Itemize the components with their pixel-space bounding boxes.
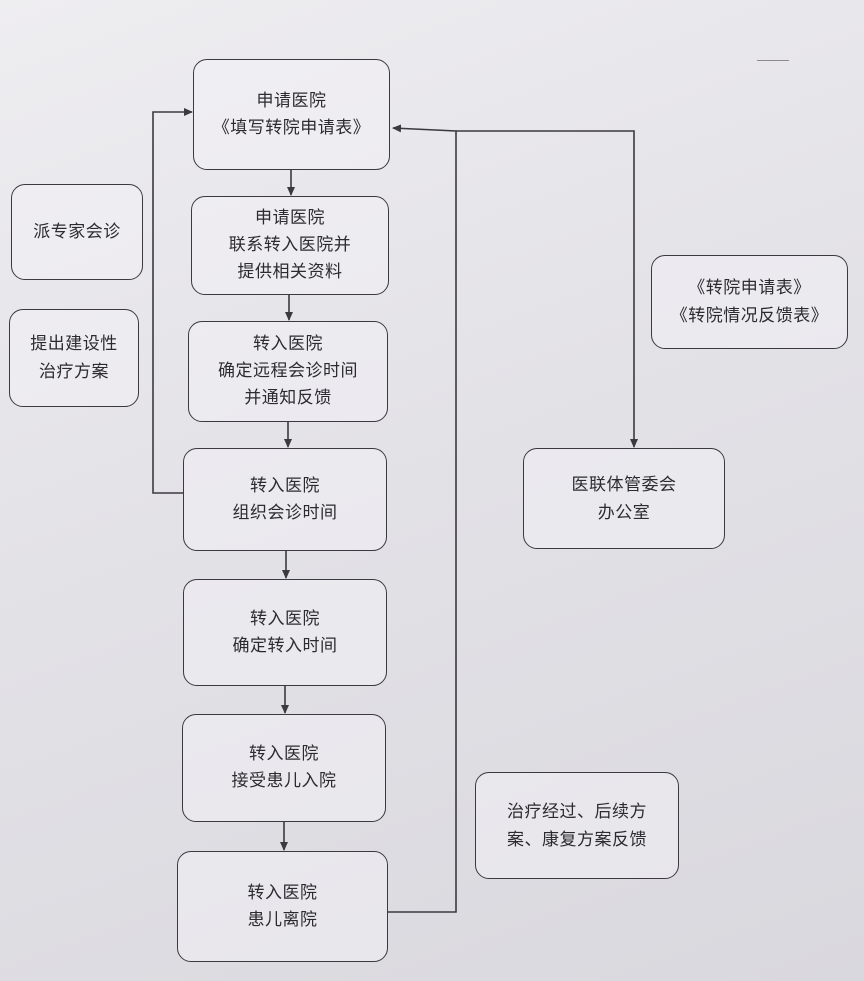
side-treatment-plan: 提出建设性 治疗方案 — [9, 309, 139, 407]
step3-line2: 确定远程会诊时间 — [218, 361, 358, 381]
feedback-line2: 案、康复方案反馈 — [507, 829, 647, 850]
step7-line2: 患儿离院 — [247, 909, 318, 930]
step1-line1: 申请医院 — [256, 90, 327, 111]
corner-mark — [757, 60, 789, 61]
loop-step4-to-step1 — [152, 108, 193, 494]
step6-line1: 转入医院 — [249, 744, 319, 764]
step7-discharge-patient: 转入医院 患儿离院 — [177, 851, 388, 962]
step2-line3: 提供相关资料 — [237, 262, 343, 282]
step1-line2: 《填写转院申请表》 — [212, 117, 371, 138]
step4-line1: 转入医院 — [250, 475, 320, 496]
step2-line1: 申请医院 — [255, 208, 325, 228]
side-forms: 《转院申请表》 《转院情况反馈表》 — [651, 255, 848, 349]
step5-line1: 转入医院 — [250, 608, 320, 629]
step4-organize-consultation: 转入医院 组织会诊时间 — [183, 448, 387, 551]
step2-line2: 联系转入医院并 — [228, 235, 352, 255]
expert-line1: 派专家会诊 — [33, 222, 121, 242]
side-alliance-office: 医联体管委会 办公室 — [523, 448, 725, 549]
feedback-line1: 治疗经过、后续方 — [507, 801, 647, 822]
step1-apply-hospital: 申请医院 《填写转院申请表》 — [193, 59, 390, 170]
plan-line1: 提出建设性 — [30, 334, 118, 354]
loop-step7-to-step1 — [388, 124, 457, 913]
step5-line2: 确定转入时间 — [232, 635, 338, 656]
step6-admit-patient: 转入医院 接受患儿入院 — [182, 714, 386, 822]
plan-line2: 治疗方案 — [39, 362, 109, 382]
step5-confirm-transfer-time: 转入医院 确定转入时间 — [183, 579, 387, 686]
side-send-expert: 派专家会诊 — [11, 184, 143, 280]
forms-line2: 《转院情况反馈表》 — [670, 306, 829, 326]
office-line1: 医联体管委会 — [571, 474, 677, 495]
step6-line2: 接受患儿入院 — [231, 771, 337, 791]
step2-contact-hospital: 申请医院 联系转入医院并 提供相关资料 — [191, 196, 389, 295]
step7-line1: 转入医院 — [247, 882, 318, 903]
office-line2: 办公室 — [597, 502, 651, 523]
step3-line3: 并通知反馈 — [244, 388, 332, 408]
side-treatment-feedback: 治疗经过、后续方 案、康复方案反馈 — [475, 772, 679, 879]
step3-line1: 转入医院 — [253, 334, 323, 354]
forms-line1: 《转院申请表》 — [688, 278, 811, 298]
step4-line2: 组织会诊时间 — [232, 502, 338, 523]
branch-to-office — [456, 130, 638, 448]
step3-schedule-consultation: 转入医院 确定远程会诊时间 并通知反馈 — [188, 321, 388, 422]
